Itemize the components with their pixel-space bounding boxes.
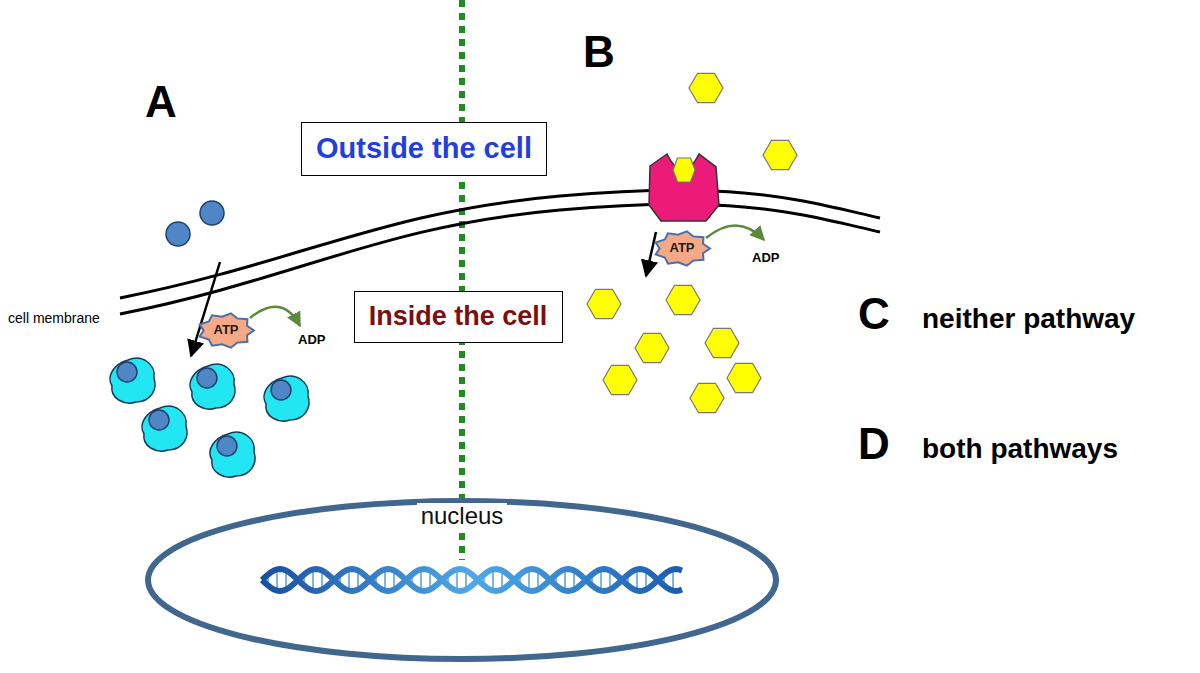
dna-strand (262, 569, 682, 591)
region-box: Outside the cell (301, 122, 547, 176)
hexagon-molecule (727, 363, 761, 392)
answer-letter: D (858, 422, 890, 466)
adp-label: ADP (298, 333, 325, 346)
membrane-label: cell membrane (8, 311, 100, 325)
node-text: Outside the cell (316, 133, 532, 165)
answer-text: both pathways (922, 435, 1118, 463)
bound-hexagon (673, 158, 695, 182)
atp-burst: ATP (198, 313, 254, 348)
answer-text: neither pathway (922, 305, 1135, 333)
node-text: ATP (213, 323, 238, 337)
hexagon-molecule (635, 333, 669, 362)
dna-helix (262, 569, 682, 591)
region-box: Inside the cell (354, 291, 563, 343)
carrier-protein (190, 364, 235, 409)
divider-line (459, 0, 465, 560)
answer-letter: C (858, 292, 890, 336)
hexagon-molecules (587, 73, 797, 412)
nucleus-outline: nucleus (144, 497, 780, 667)
hexagon-molecule (763, 140, 797, 169)
node-text: Inside the cell (369, 302, 548, 332)
carrier-protein (210, 432, 255, 477)
hydrolysis-arrow (250, 307, 300, 326)
hydrolysis-arrow (706, 225, 764, 240)
molecule (166, 222, 190, 246)
dna-strand (262, 569, 682, 591)
pathway-letter: A (145, 80, 177, 124)
hexagon-molecule (603, 365, 637, 394)
receptor-protein (649, 154, 719, 221)
pathway-letter: B (583, 30, 615, 74)
node-text: nucleus (417, 503, 508, 529)
hexagon-molecule (689, 73, 723, 102)
adp-label: ADP (752, 251, 779, 264)
atp-burst: ATP (654, 231, 710, 266)
carrier-protein (110, 358, 155, 403)
carrier-protein (142, 406, 187, 451)
membrane-outer (120, 190, 880, 298)
carrier-proteins (110, 358, 309, 477)
hexagon-molecule (690, 383, 724, 412)
carrier-protein (264, 376, 309, 421)
molecule (200, 201, 224, 225)
hexagon-molecule (705, 328, 739, 357)
node-text: ATP (669, 241, 694, 255)
hexagon-molecule (587, 289, 621, 318)
hexagon-molecule (666, 285, 700, 314)
